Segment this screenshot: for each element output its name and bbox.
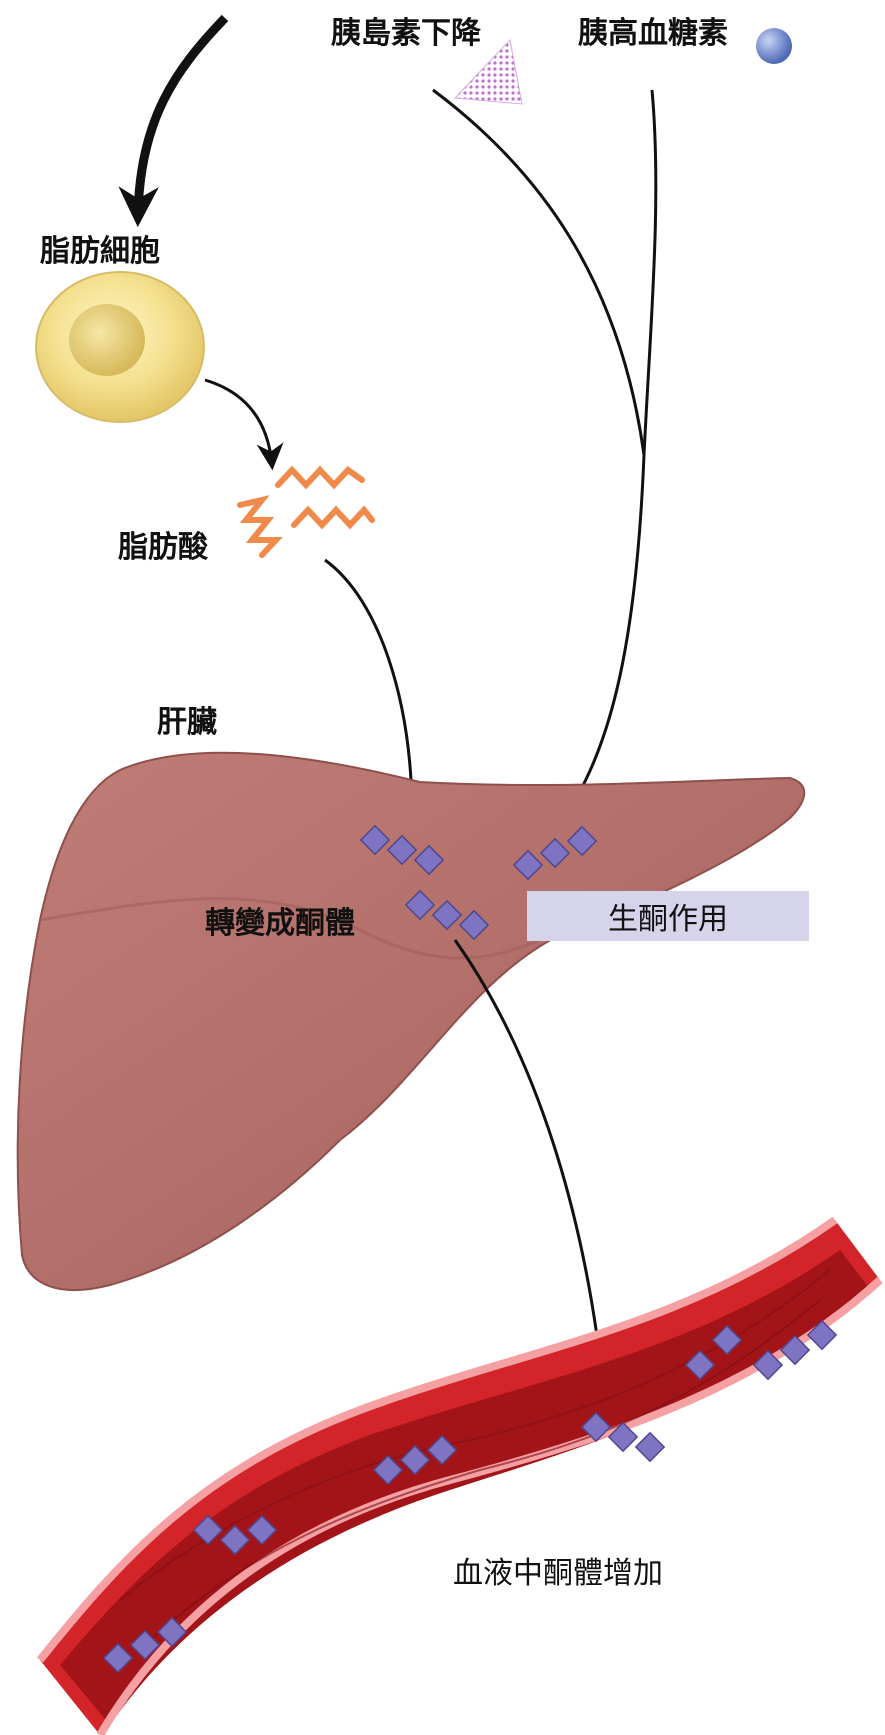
- label-convert-ketone: 轉變成酮體: [205, 898, 355, 942]
- label-fatty-acid: 脂肪酸: [118, 522, 208, 566]
- arrow-fat-cell-to-fatty-acid: [205, 380, 272, 465]
- fat-cell-illustration: [36, 272, 204, 422]
- glucagon-icon: [756, 28, 792, 64]
- label-liver: 肝臟: [157, 697, 217, 741]
- fatty-acid-icon: [240, 470, 372, 555]
- liver-illustration: [18, 753, 805, 1290]
- arrow-glucagon-path: [644, 90, 656, 455]
- label-insulin-down: 胰島素下降: [331, 8, 481, 52]
- blood-vessel-illustration: [40, 1220, 880, 1735]
- label-fat-cell: 脂肪細胞: [40, 226, 160, 270]
- arrow-hormones-to-liver: [552, 455, 644, 835]
- label-ketogenesis: 生酮作用: [608, 894, 728, 938]
- label-glucagon: 胰高血糖素: [578, 8, 728, 52]
- arrow-insulin-path: [433, 90, 644, 455]
- ketogenesis-label-box: 生酮作用: [527, 891, 809, 941]
- label-blood-ketone-increase: 血液中酮體增加: [453, 1548, 663, 1592]
- input-arrow-to-fat-cell: [138, 18, 225, 215]
